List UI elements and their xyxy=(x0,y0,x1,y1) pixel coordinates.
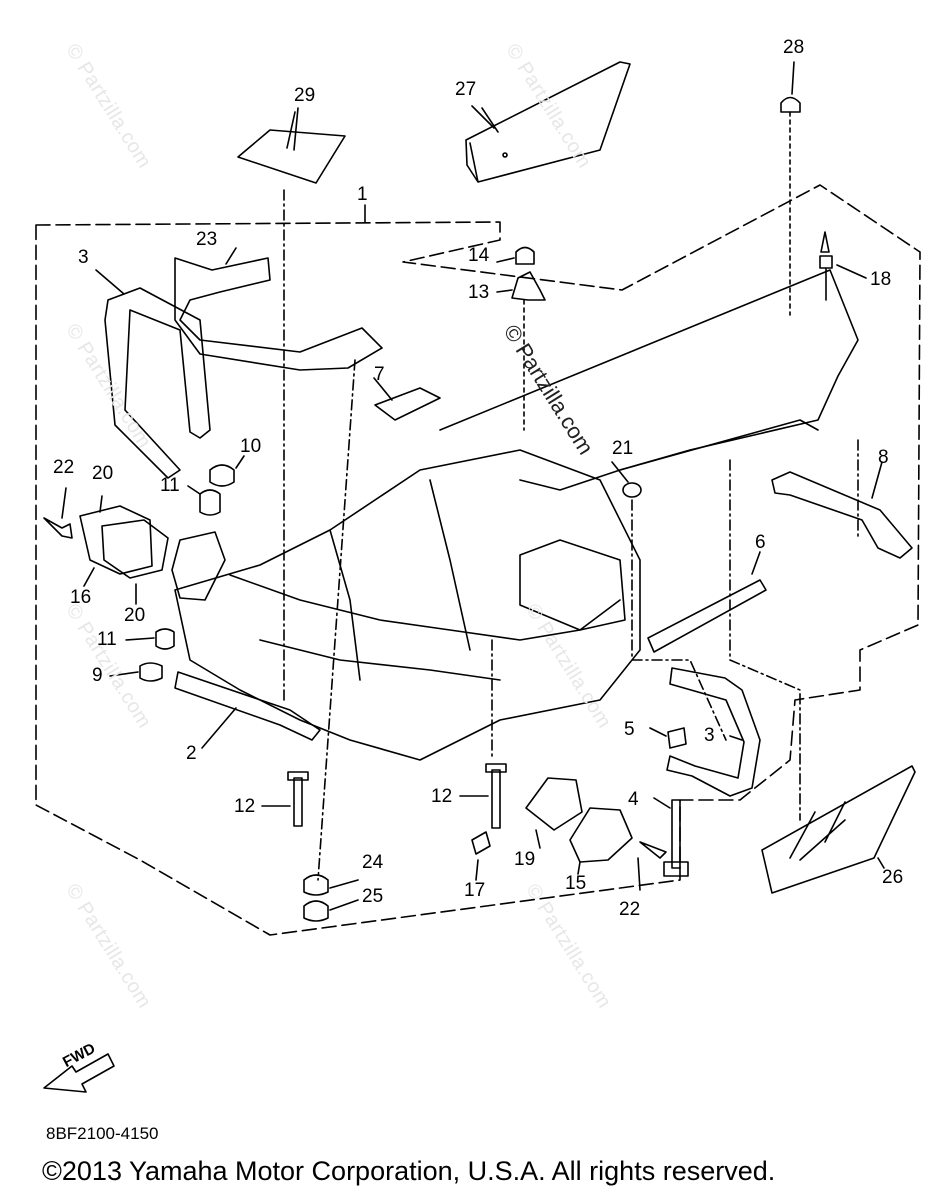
part-25-nut xyxy=(303,900,329,922)
part-11-bushing-lower xyxy=(155,628,175,650)
callout-25: 25 xyxy=(362,886,384,907)
part-23-bar xyxy=(174,257,383,371)
part-22-bolt-right xyxy=(639,841,667,859)
part-4-bolt xyxy=(663,799,689,877)
part-19-plate xyxy=(525,777,583,831)
assembly-boundary xyxy=(35,184,921,936)
callout-26: 26 xyxy=(882,867,904,888)
part-16-plate xyxy=(79,505,153,575)
callout-2: 2 xyxy=(186,743,197,764)
part-18-stud xyxy=(819,231,833,301)
callout-21: 21 xyxy=(612,438,634,459)
part-3-left-handle xyxy=(104,287,211,479)
callout-13: 13 xyxy=(468,282,490,303)
part-24-grommet xyxy=(303,874,329,896)
callout-10: 10 xyxy=(240,436,262,457)
part-10-bushing xyxy=(209,464,235,487)
part-29-plate xyxy=(237,129,346,184)
part-28-cap xyxy=(780,96,801,113)
callout-16: 16 xyxy=(70,587,92,608)
part-8-bracket xyxy=(771,471,913,559)
callout-23: 23 xyxy=(196,229,218,250)
part-15-plate xyxy=(569,807,633,863)
fwd-arrow xyxy=(43,1053,115,1093)
callout-1: 1 xyxy=(357,184,368,205)
part-17-spacer xyxy=(471,831,491,855)
part-12-bolt-center xyxy=(485,763,507,829)
part-27-cover xyxy=(465,61,631,183)
callout-15: 15 xyxy=(565,873,587,894)
part-2-bar xyxy=(174,671,321,741)
part-12-bolt-left xyxy=(287,771,309,827)
part-13-bracket xyxy=(511,271,546,301)
callout-19: 19 xyxy=(514,849,536,870)
callout-12-center: 12 xyxy=(431,786,453,807)
callout-4: 4 xyxy=(628,789,639,810)
part-11-bushing-upper xyxy=(199,489,221,516)
callout-3-left: 3 xyxy=(78,247,89,268)
part-14-nut xyxy=(515,246,535,265)
callout-9: 9 xyxy=(92,665,103,686)
part-22-bolt-left xyxy=(43,517,73,539)
callout-28: 28 xyxy=(783,37,805,58)
callout-12-left: 12 xyxy=(234,796,256,817)
callout-18: 18 xyxy=(870,269,892,290)
callout-20-lower: 20 xyxy=(124,605,146,626)
callout-14: 14 xyxy=(468,245,490,266)
part-3-right-handle xyxy=(666,667,761,797)
callout-3-right: 3 xyxy=(704,725,715,746)
part-6-bar xyxy=(647,579,767,653)
callout-22-right: 22 xyxy=(619,899,641,920)
rear-rail xyxy=(439,269,859,491)
callout-11-upper: 11 xyxy=(160,475,180,496)
part-7-bracket xyxy=(374,387,441,421)
part-9-pad xyxy=(139,662,163,682)
main-chassis xyxy=(174,449,641,761)
part-26-decal xyxy=(761,765,916,894)
callout-8: 8 xyxy=(878,447,889,468)
callout-6: 6 xyxy=(755,532,766,553)
copyright-notice: ©2013 Yamaha Motor Corporation, U.S.A. A… xyxy=(42,1156,776,1186)
callout-11-lower: 11 xyxy=(97,629,117,650)
shock-housing xyxy=(519,539,626,631)
callout-29: 29 xyxy=(294,85,316,106)
callout-5: 5 xyxy=(624,719,635,740)
part-20-plate xyxy=(101,519,169,579)
callout-20-upper: 20 xyxy=(92,463,114,484)
part-5-nut xyxy=(667,727,687,749)
ski-spindle-left xyxy=(171,531,226,601)
callout-7: 7 xyxy=(374,364,385,385)
callout-27: 27 xyxy=(455,79,477,100)
part-21-plug xyxy=(622,482,642,498)
callout-17: 17 xyxy=(464,880,486,901)
diagram-code: 8BF2100-4150 xyxy=(46,1124,159,1143)
callout-22-left: 22 xyxy=(53,457,75,478)
callout-24: 24 xyxy=(362,852,384,873)
